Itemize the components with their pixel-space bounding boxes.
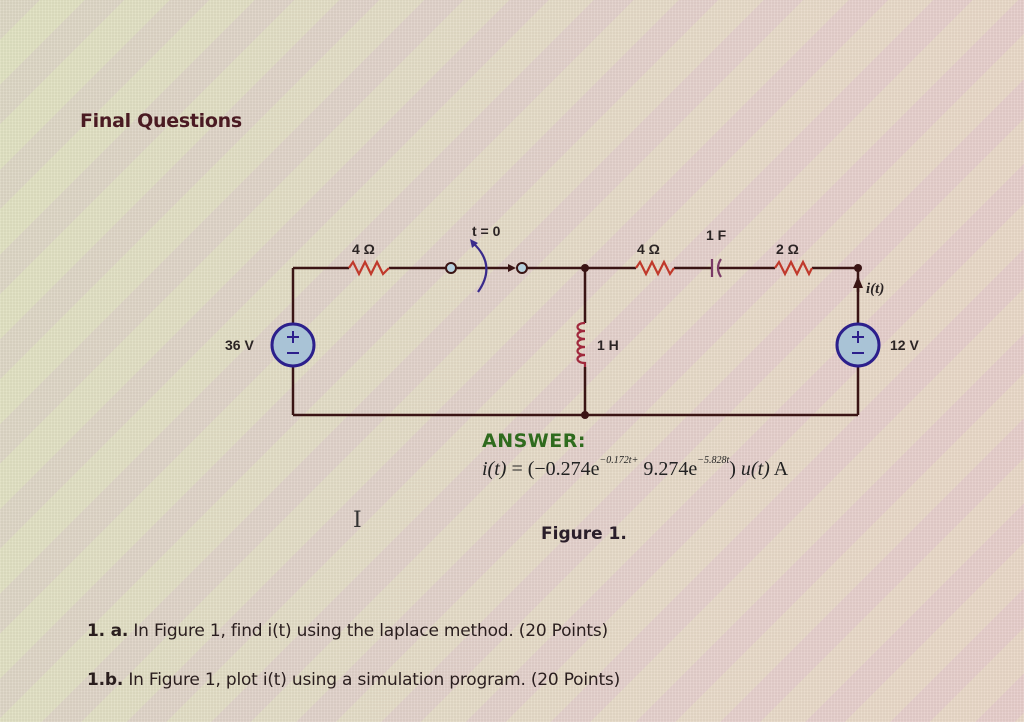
wires xyxy=(291,266,860,417)
node-bottom-middle xyxy=(581,411,589,419)
resistor-2-label: 4 Ω xyxy=(637,241,660,257)
resistor-1-icon xyxy=(348,259,390,277)
answer-lhs: i(t) xyxy=(482,458,507,480)
source-12v-label: 12 V xyxy=(890,337,919,353)
answer-equals: = xyxy=(511,458,523,480)
answer-equation: i(t) = (−0.274e−0.172t+ 9.274e−5.828t) u… xyxy=(482,455,789,481)
answer-plus: + xyxy=(631,455,639,467)
inductor-icon xyxy=(576,321,587,367)
answer-step: u(t) xyxy=(740,458,770,480)
question-1b-number: 1.b. xyxy=(87,670,124,690)
resistor-3-label: 2 Ω xyxy=(776,241,799,257)
current-label: i(t) xyxy=(866,281,884,297)
node-top-middle xyxy=(581,264,589,272)
capacitor-icon xyxy=(710,258,722,278)
page-title: Final Questions xyxy=(80,110,242,132)
voltage-source-12v-icon xyxy=(835,322,881,368)
resistor-1-label: 4 Ω xyxy=(352,241,375,257)
inductor-label: 1 H xyxy=(597,337,619,353)
answer-term2-exponent: −5.828t xyxy=(697,455,730,467)
question-1a-text: In Figure 1, find i(t) using the laplace… xyxy=(133,621,608,641)
figure-caption: Figure 1. xyxy=(541,524,627,544)
answer-term1: −0.274e xyxy=(534,458,600,480)
answer-close-paren: ) xyxy=(729,458,736,480)
question-1a: 1. a. In Figure 1, find i(t) using the l… xyxy=(87,621,608,641)
switch-label: t = 0 xyxy=(472,223,501,239)
question-1b-text: In Figure 1, plot i(t) using a simulatio… xyxy=(128,670,621,690)
current-arrow-icon xyxy=(853,276,863,292)
capacitor-label: 1 F xyxy=(706,227,727,243)
question-1a-number: 1. a. xyxy=(87,621,129,641)
voltage-source-36v-icon xyxy=(270,322,316,368)
answer-term1-exponent: −0.172t xyxy=(599,455,632,467)
node-top-right xyxy=(854,264,862,272)
answer-term2: 9.274e xyxy=(643,458,698,480)
answer-open-paren: ( xyxy=(527,458,535,480)
answer-unit: A xyxy=(773,458,789,480)
switch-icon xyxy=(445,239,528,293)
resistor-3-icon xyxy=(774,259,813,277)
source-36v-label: 36 V xyxy=(225,337,254,353)
question-1b: 1.b. In Figure 1, plot i(t) using a simu… xyxy=(87,670,620,690)
answer-heading: ANSWER: xyxy=(482,430,586,452)
text-cursor-icon: I xyxy=(353,508,362,533)
resistor-2-icon xyxy=(635,259,675,277)
